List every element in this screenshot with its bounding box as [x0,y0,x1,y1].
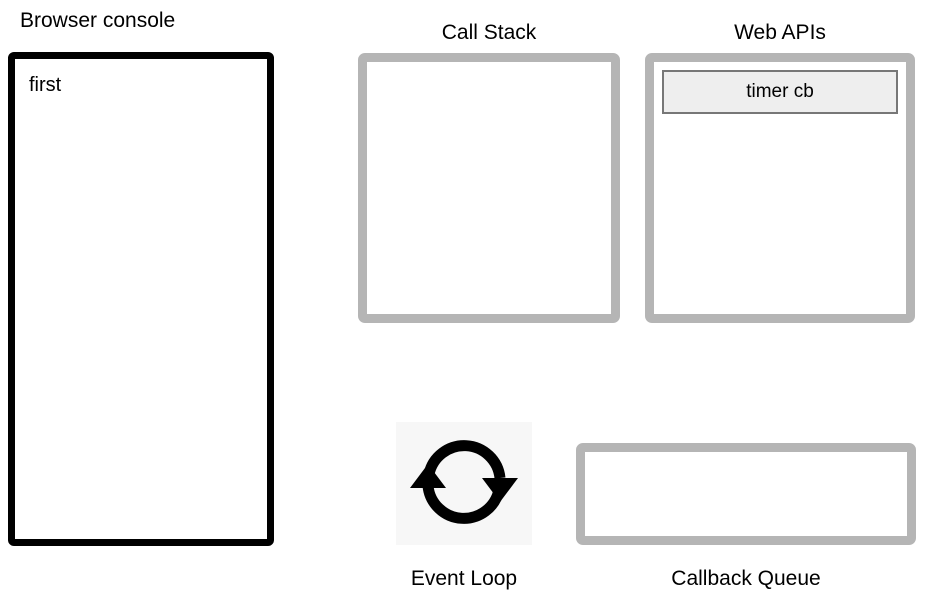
console-line: first [29,74,62,96]
call-stack-panel [358,53,620,323]
web-apis-title: Web APIs [734,21,826,44]
callback-queue-title: Callback Queue [671,567,821,590]
callback-queue-panel [576,443,916,545]
callback-queue-items [585,452,907,536]
task-chip[interactable]: timer cb [662,70,898,114]
call-stack-title: Call Stack [441,21,537,44]
web-apis-panel: timer cb [645,53,915,323]
browser-console-title: Browser console [20,9,176,32]
cycle-arrows-icon [396,422,532,545]
browser-console-output: first [8,52,274,546]
web-apis-items: timer cb [654,62,906,122]
event-loop-title: Event Loop [410,567,518,590]
call-stack-items [367,62,611,314]
